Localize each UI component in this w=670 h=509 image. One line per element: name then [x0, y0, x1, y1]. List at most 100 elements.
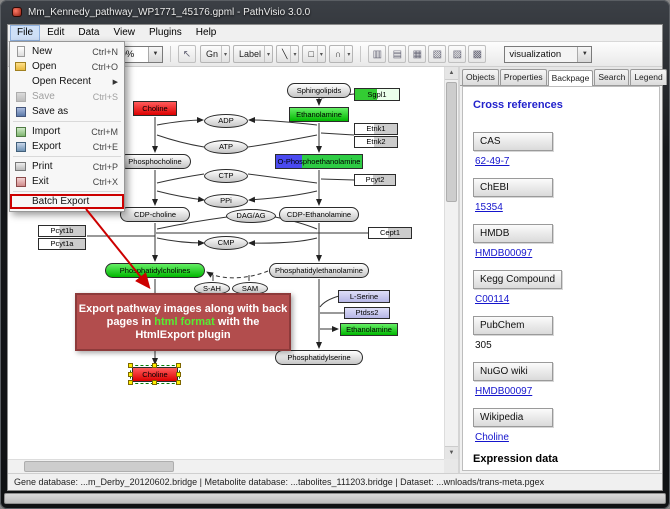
ref-id-text: 305: [475, 340, 492, 351]
tab-objects[interactable]: Objects: [462, 69, 499, 85]
visualization-combobox[interactable]: visualization ▼: [504, 45, 593, 63]
titlebar[interactable]: Mm_Kennedy_pathway_WP1771_45176.gpml - P…: [0, 0, 670, 24]
scroll-down-icon[interactable]: ▼: [445, 446, 458, 459]
menu-item-label: Exit: [32, 176, 49, 187]
selection-handle[interactable]: [176, 371, 181, 377]
shape-tool[interactable]: □▾: [302, 45, 326, 63]
canvas-horizontal-scrollbar[interactable]: [8, 459, 444, 473]
pathway-node-pcyt1b[interactable]: Pcyt1b: [38, 225, 86, 237]
dropdown-arrow-icon[interactable]: ▾: [220, 46, 227, 62]
pathway-node-cmp[interactable]: CMP: [204, 236, 248, 250]
pathway-node-pcyt2[interactable]: Pcyt2: [354, 174, 396, 186]
align-center-x-icon[interactable]: ▥: [368, 45, 387, 63]
pathway-node-sphingolipids[interactable]: Sphingolipids: [287, 83, 351, 98]
pathway-node-cept1[interactable]: Cept1: [368, 227, 412, 239]
file-menu-item-batch-export[interactable]: Batch Export: [10, 194, 124, 209]
ref-id-link[interactable]: HMDB00097: [475, 386, 533, 397]
pathway-node-l-serine[interactable]: L-Serine: [338, 290, 390, 303]
pathway-node-ethanolamine[interactable]: Ethanolamine: [340, 323, 398, 336]
tab-backpage[interactable]: Backpage: [547, 70, 594, 86]
selection-handle[interactable]: [128, 371, 133, 377]
tab-search[interactable]: Search: [594, 69, 630, 85]
menu-plugins[interactable]: Plugins: [148, 27, 182, 38]
selection-handle[interactable]: [152, 380, 157, 385]
pathway-canvas[interactable]: Export pathway images along with back pa…: [8, 67, 444, 459]
menu-data[interactable]: Data: [78, 27, 100, 38]
pathway-node-o-phosphoethanolamine[interactable]: O-Phosphoethanolamine: [275, 154, 363, 169]
pathway-node-choline[interactable]: Choline: [133, 101, 177, 116]
ref-source-box: HMDB: [473, 224, 553, 243]
pathway-node-sgpl1[interactable]: Sgpl1: [354, 88, 400, 101]
menu-file[interactable]: File: [10, 25, 41, 41]
selection-handle[interactable]: [128, 363, 133, 368]
selection-tool[interactable]: ↖: [177, 45, 196, 63]
ref-id-link[interactable]: 62-49-7: [475, 156, 510, 167]
common-height-icon[interactable]: ▩: [468, 45, 487, 63]
pathway-node-adp[interactable]: ADP: [204, 114, 248, 128]
arc-tool[interactable]: ∩▾: [328, 45, 354, 63]
pathway-node-phosphatidylcholines[interactable]: Phosphatidylcholines: [105, 263, 205, 278]
dropdown-arrow-icon[interactable]: ▾: [316, 46, 323, 62]
scroll-up-icon[interactable]: ▲: [445, 67, 458, 80]
menu-item-shortcut: Ctrl+N: [92, 46, 118, 57]
pathway-node-ctp[interactable]: CTP: [204, 169, 248, 183]
export-icon: [15, 141, 26, 152]
vertical-scroll-thumb[interactable]: [446, 82, 457, 202]
tab-properties[interactable]: Properties: [499, 69, 547, 85]
gene-product-tool[interactable]: Gn▾: [199, 45, 230, 63]
align-top-icon[interactable]: ▧: [428, 45, 447, 63]
pathway-node-phosphatidylethanolamine[interactable]: Phosphatidylethanolamine: [269, 263, 369, 278]
pathway-node-cdp-choline[interactable]: CDP-choline: [120, 207, 190, 222]
pathway-node-pcyt1a[interactable]: Pcyt1a: [38, 238, 86, 250]
pathway-node-phosphatidylserine[interactable]: Phosphatidylserine: [275, 350, 363, 365]
common-width-icon[interactable]: ▨: [448, 45, 467, 63]
dropdown-arrow-icon[interactable]: ▾: [264, 46, 270, 62]
zoom-dropdown-arrow-icon[interactable]: ▼: [147, 46, 162, 62]
file-menu-item-open-recent[interactable]: Open Recent▶: [10, 74, 124, 89]
label-tool[interactable]: Label▾: [232, 45, 274, 63]
pathway-node-dag-ag[interactable]: DAG/AG: [226, 209, 276, 223]
align-left-icon[interactable]: ▦: [408, 45, 427, 63]
align-center-y-icon[interactable]: ▤: [388, 45, 407, 63]
ref-id-link[interactable]: 15354: [475, 202, 503, 213]
canvas-vertical-scrollbar[interactable]: ▲ ▼: [444, 67, 458, 459]
pathway-node-atp[interactable]: ATP: [204, 140, 248, 154]
selection-handle[interactable]: [176, 363, 181, 368]
dropdown-arrow-icon[interactable]: ▾: [290, 46, 296, 62]
ref-id-link[interactable]: HMDB00097: [475, 248, 533, 259]
pathway-node-phosphocholine[interactable]: Phosphocholine: [119, 154, 191, 169]
menu-edit[interactable]: Edit: [47, 27, 65, 38]
pathway-node-etnk1[interactable]: Etnk1: [354, 123, 398, 135]
ref-id-link[interactable]: C00114: [475, 294, 510, 305]
visualization-dropdown-arrow-icon[interactable]: ▼: [577, 46, 592, 62]
menu-help[interactable]: Help: [195, 27, 217, 38]
ref-id-link[interactable]: Choline: [475, 432, 509, 443]
label-tool-label: Label: [238, 49, 261, 59]
tab-legend[interactable]: Legend: [630, 69, 667, 85]
pathway-node-ptdss2[interactable]: Ptdss2: [344, 307, 390, 319]
menu-view[interactable]: View: [113, 27, 135, 38]
pathway-node-cdp-ethanolamine[interactable]: CDP-Ethanolamine: [279, 207, 359, 222]
selection-handle[interactable]: [152, 363, 157, 368]
annotation-line: pages in html format with the: [106, 316, 260, 328]
horizontal-scroll-thumb[interactable]: [24, 461, 174, 472]
selection-handle[interactable]: [176, 380, 181, 385]
line-tool[interactable]: ╲▾: [276, 45, 300, 63]
pathway-node-ppi[interactable]: PPi: [204, 194, 248, 208]
pathway-node-etnk2[interactable]: Etnk2: [354, 136, 398, 148]
gene-product-tool-label: Gn: [205, 49, 218, 59]
pathway-node-ethanolamine[interactable]: Ethanolamine: [289, 107, 349, 122]
dropdown-arrow-icon[interactable]: ▾: [344, 46, 350, 62]
file-menu-item-save-as[interactable]: Save as: [10, 104, 124, 119]
selection-handle[interactable]: [128, 380, 133, 385]
window-title: Mm_Kennedy_pathway_WP1771_45176.gpml - P…: [28, 6, 311, 18]
submenu-arrow-icon: ▶: [112, 78, 118, 86]
